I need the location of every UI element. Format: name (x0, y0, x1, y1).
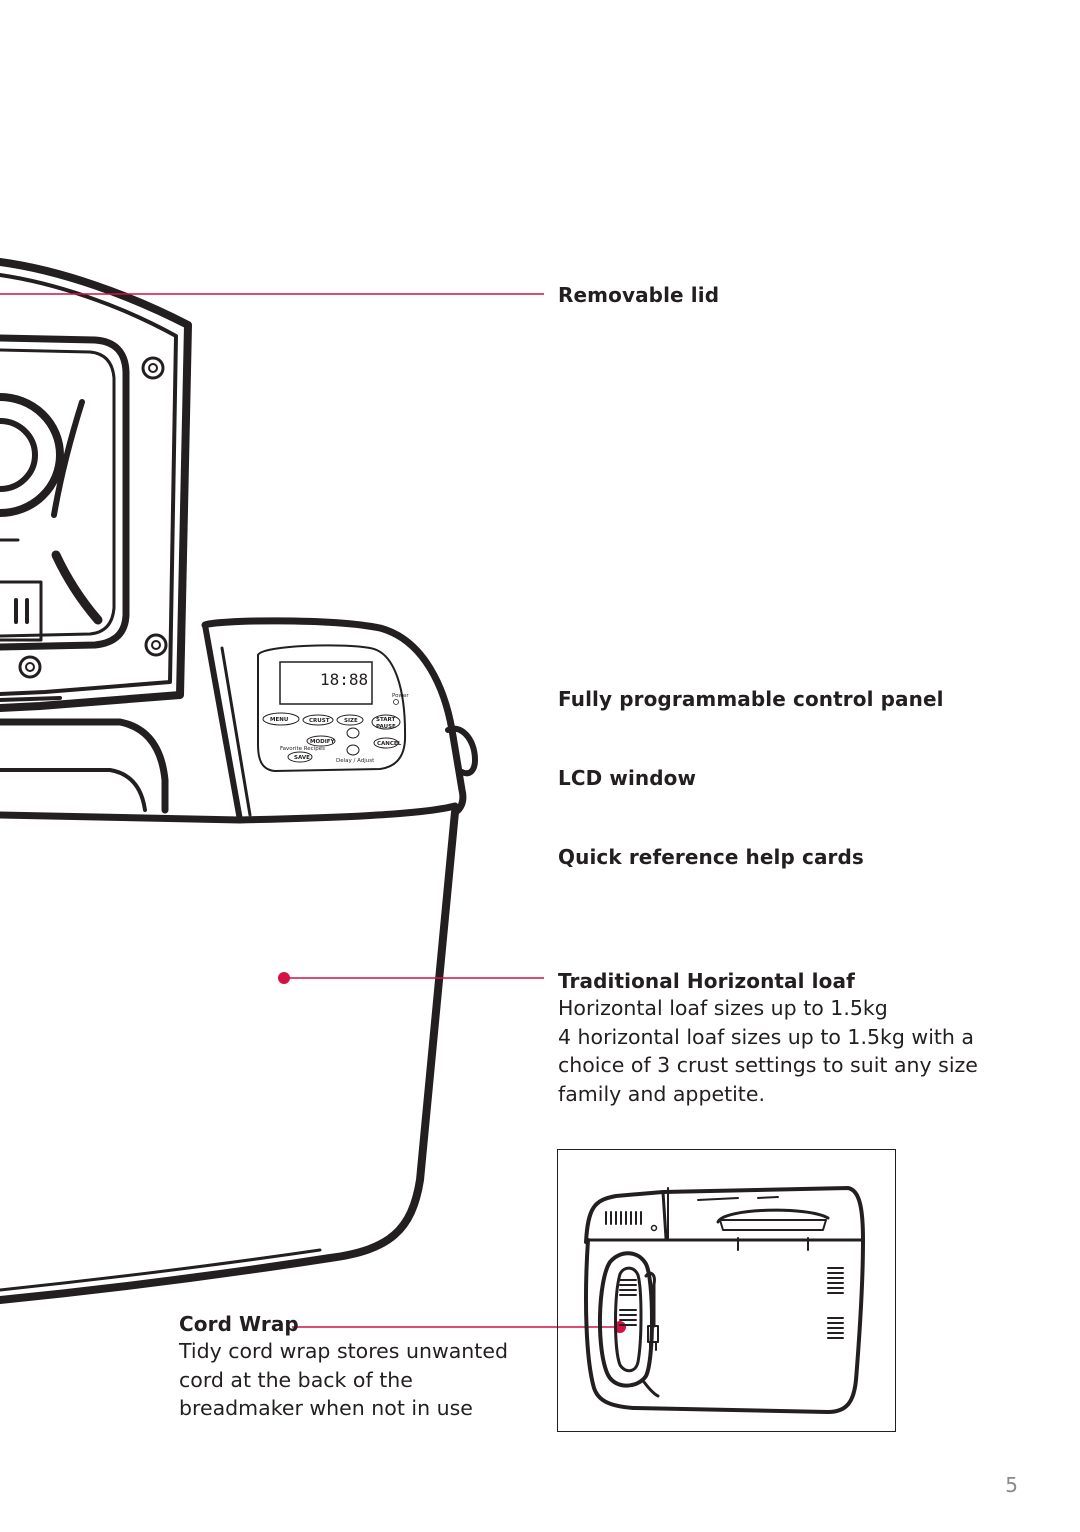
rear-view-inset (557, 1149, 896, 1432)
power-label: Power (392, 693, 409, 699)
lcd-digits: 18:88 (320, 670, 368, 689)
down-arrow-icon (346, 744, 360, 756)
crust-label: CRUST (309, 718, 330, 724)
page-number: 5 (1005, 1473, 1018, 1497)
pause-label: PAUSE (376, 724, 396, 730)
loaf-heading: Traditional Horizontal loaf (558, 969, 855, 993)
menu-label: MENU (270, 717, 288, 723)
favorite-recipes-label: Favorite Recipes (280, 746, 325, 752)
loaf-line-2: choice of 3 crust settings to suit any s… (558, 1053, 978, 1077)
lcd-window: 18:88 (279, 661, 373, 705)
delay-adjust-label: Delay / Adjust (336, 758, 375, 764)
power-led (393, 699, 399, 705)
up-arrow-icon (346, 727, 360, 739)
start-pause-button (371, 714, 401, 730)
cord-wrap-description: Tidy cord wrap stores unwanted cord at t… (179, 1337, 508, 1423)
loaf-line-1: 4 horizontal loaf sizes up to 1.5kg with… (558, 1024, 974, 1049)
cord-wrap-heading: Cord Wrap (179, 1312, 299, 1336)
save-button (287, 751, 313, 763)
callout-dot-loaf (278, 972, 290, 984)
modify-label: MODIFY (310, 739, 336, 745)
cancel-label: CANCEL (377, 741, 402, 747)
cord-wrap-line-3: breadmaker when not in use (179, 1396, 473, 1420)
callout-lcd-window: LCD window (558, 766, 697, 790)
cancel-button (373, 737, 399, 749)
callout-control-panel: Fully programmable control panel (558, 687, 944, 711)
menu-button (262, 712, 300, 726)
loaf-subheading: Horizontal loaf sizes up to 1.5kg (558, 996, 888, 1020)
callout-removable-lid: Removable lid (558, 283, 720, 307)
cord-wrap-line-2: cord at the back of the (179, 1367, 413, 1392)
cord-wrap-line-1: Tidy cord wrap stores unwanted (179, 1339, 508, 1363)
loaf-line-3: family and appetite. (558, 1081, 765, 1106)
save-label: SAVE (294, 755, 310, 761)
start-label: START (376, 717, 396, 723)
size-button (336, 714, 364, 726)
callout-help-cards: Quick reference help cards (558, 845, 864, 869)
modify-button (306, 735, 336, 747)
size-label: SIZE (344, 718, 358, 724)
loaf-description: Horizontal loaf sizes up to 1.5kg 4 hori… (558, 994, 978, 1108)
crust-button (302, 714, 334, 726)
breadmaker-rear-illustration (584, 1186, 865, 1414)
